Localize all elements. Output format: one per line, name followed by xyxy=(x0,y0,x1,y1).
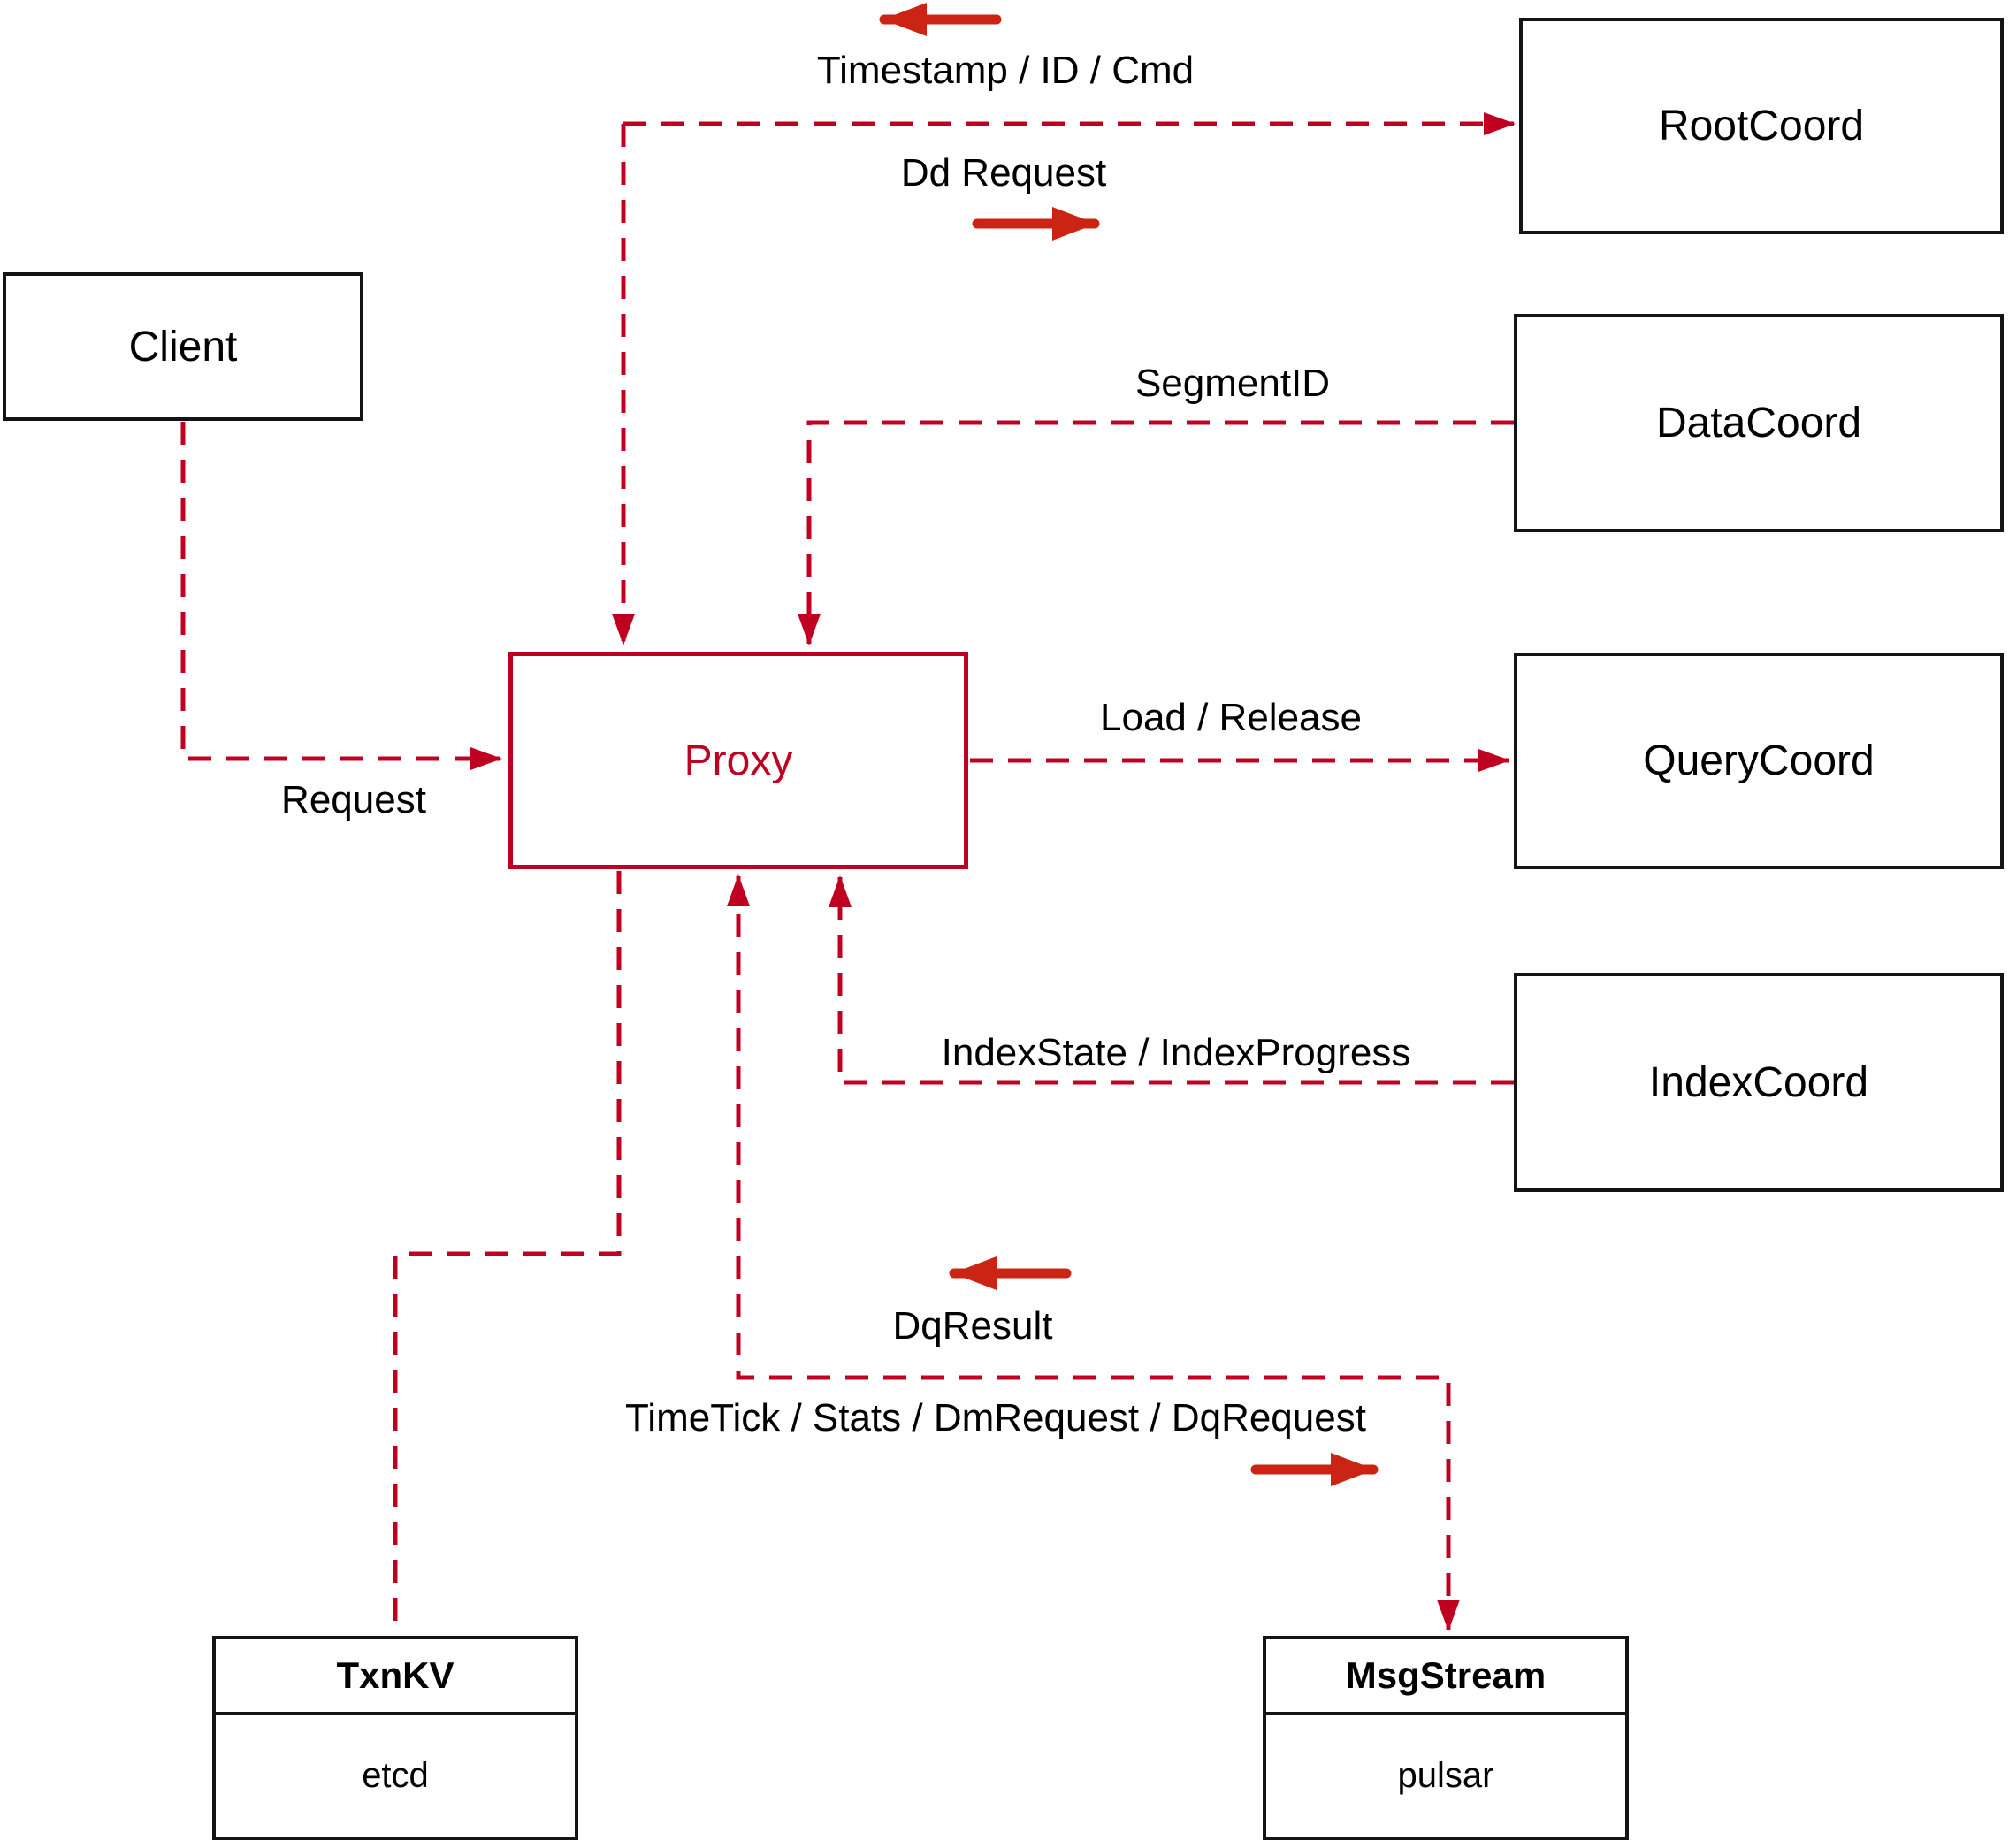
edge-proxy-txnkv xyxy=(393,871,622,1633)
node-msgstream-impl: pulsar xyxy=(1397,1756,1494,1795)
node-client-label: Client xyxy=(128,323,238,370)
node-proxy-label: Proxy xyxy=(684,737,793,784)
edge-label-dd-request: Dd Request xyxy=(900,151,1107,195)
node-proxy: Proxy xyxy=(508,652,968,869)
edge-label-request: Request xyxy=(281,778,426,821)
edge-label-load-release: Load / Release xyxy=(1100,696,1362,739)
edge-label-dqresult: DqResult xyxy=(892,1304,1053,1348)
node-indexcoord: IndexCoord xyxy=(1514,973,2004,1192)
node-client: Client xyxy=(3,272,363,421)
edge-proxy-msgstream xyxy=(727,874,1460,1631)
node-indexcoord-label: IndexCoord xyxy=(1648,1058,1869,1106)
node-msgstream-title: MsgStream xyxy=(1266,1639,1625,1715)
node-datacoord-label: DataCoord xyxy=(1655,400,1862,447)
node-querycoord: QueryCoord xyxy=(1514,653,2004,869)
node-rootcoord-label: RootCoord xyxy=(1658,103,1865,149)
node-txnkv-title: TxnKV xyxy=(216,1639,575,1715)
node-txnkv: TxnKV etcd xyxy=(212,1636,578,1840)
edge-datacoord-proxy xyxy=(798,420,1514,645)
node-datacoord: DataCoord xyxy=(1514,314,2004,532)
edge-label-timetick-stats-dmrequest-dqrequest: TimeTick / Stats / DmRequest / DqRequest xyxy=(625,1396,1366,1439)
edge-label-timestamp-id-cmd: Timestamp / ID / Cmd xyxy=(816,49,1195,92)
node-msgstream: MsgStream pulsar xyxy=(1263,1636,1629,1840)
node-txnkv-impl: etcd xyxy=(362,1756,429,1795)
node-querycoord-label: QueryCoord xyxy=(1643,737,1875,784)
edge-label-indexstate-indexprogress: IndexState / IndexProgress xyxy=(941,1031,1411,1074)
edge-label-segmentid: SegmentID xyxy=(1134,362,1331,405)
edge-client-proxy xyxy=(180,422,502,770)
node-rootcoord: RootCoord xyxy=(1519,18,2004,234)
